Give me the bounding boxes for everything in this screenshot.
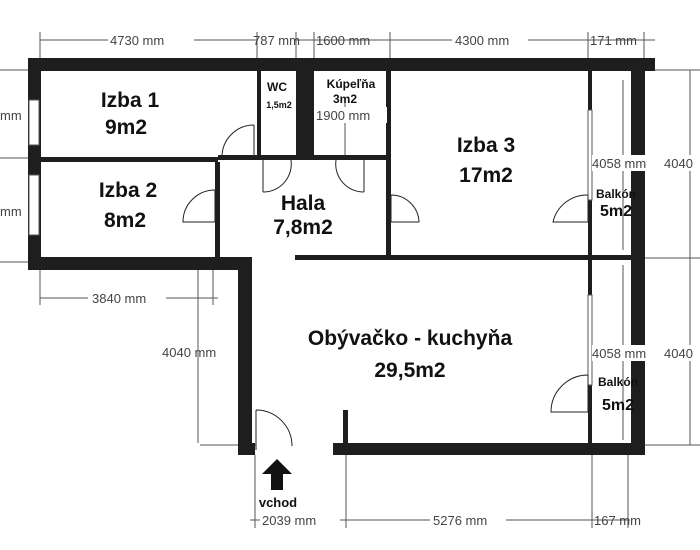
dim-living-height: 4040 mm	[162, 345, 216, 360]
room-balkon-1-name: Balkón	[596, 187, 636, 201]
room-izba-2-name: Izba 2	[99, 179, 157, 202]
dim-bottom-1: 2039 mm	[262, 513, 316, 528]
dim-top-2: 787 mm	[253, 33, 300, 48]
room-balkon-1-area: 5m2	[600, 203, 632, 220]
entrance-label: vchod	[259, 495, 297, 510]
dim-left-upper: mm	[0, 108, 22, 123]
dim-top-4: 4300 mm	[455, 33, 509, 48]
room-izba-3-area: 17m2	[459, 164, 513, 187]
dim-balcony-upper-inner: 4058 mm	[592, 156, 646, 171]
room-labels: Izba 1 9m2 WC 1,5m2 Kúpeľňa 3m2 Izba 3 1…	[99, 77, 638, 414]
room-balkon-2-name: Balkón	[598, 375, 638, 389]
room-kupelna-area: 3m2	[333, 92, 357, 106]
dim-top-1: 4730 mm	[110, 33, 164, 48]
room-kupelna-name: Kúpeľňa	[327, 77, 376, 91]
room-izba-1-area: 9m2	[105, 116, 147, 139]
room-living-kitchen-area: 29,5m2	[374, 359, 445, 382]
dim-left-lower: mm	[0, 204, 22, 219]
dim-izba2-width: 3840 mm	[92, 291, 146, 306]
room-wc-area: 1,5m2	[266, 100, 292, 110]
room-izba-1-name: Izba 1	[101, 89, 160, 112]
room-izba-3-name: Izba 3	[457, 134, 515, 157]
room-wc-name: WC	[267, 80, 287, 94]
dim-balcony-lower-inner: 4058 mm	[592, 346, 646, 361]
dim-balcony-upper-outer: 4040	[664, 156, 693, 171]
doors	[182, 124, 589, 450]
wc-door	[262, 159, 292, 193]
dim-bottom-3: 167 mm	[594, 513, 641, 528]
windows	[28, 99, 593, 454]
dim-bottom-2: 5276 mm	[433, 513, 487, 528]
room-hala-area: 7,8m2	[273, 216, 333, 239]
room-hala-name: Hala	[281, 192, 326, 215]
dim-bathroom-height: 1900 mm	[316, 108, 370, 123]
dim-top-5: 171 mm	[590, 33, 637, 48]
dim-balcony-lower-outer: 4040	[664, 346, 693, 361]
dimension-labels: 4730 mm 787 mm 1600 mm 4300 mm 171 mm 19…	[0, 32, 700, 528]
entrance-arrow-icon	[262, 459, 292, 490]
room-balkon-2-area: 5m2	[602, 397, 634, 414]
room-living-kitchen-name: Obývačko - kuchyňa	[308, 327, 513, 350]
dim-top-3: 1600 mm	[316, 33, 370, 48]
room-izba-2-area: 8m2	[104, 209, 146, 232]
